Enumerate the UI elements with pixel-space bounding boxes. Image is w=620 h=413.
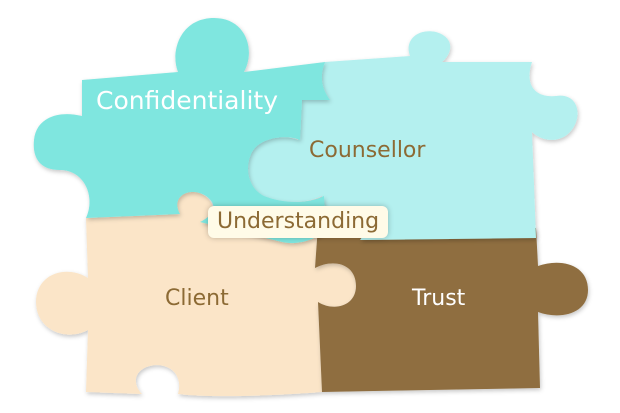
client-piece <box>36 191 356 397</box>
trust-label: Trust <box>412 286 466 311</box>
counsellor-piece <box>246 31 578 241</box>
understanding-label: Understanding <box>208 206 389 238</box>
counsellor-label: Counsellor <box>309 138 426 163</box>
confidentiality-label: Confidentiality <box>96 86 278 115</box>
trust-piece <box>315 205 588 392</box>
client-label: Client <box>165 286 229 311</box>
confidentiality-piece <box>33 18 331 244</box>
